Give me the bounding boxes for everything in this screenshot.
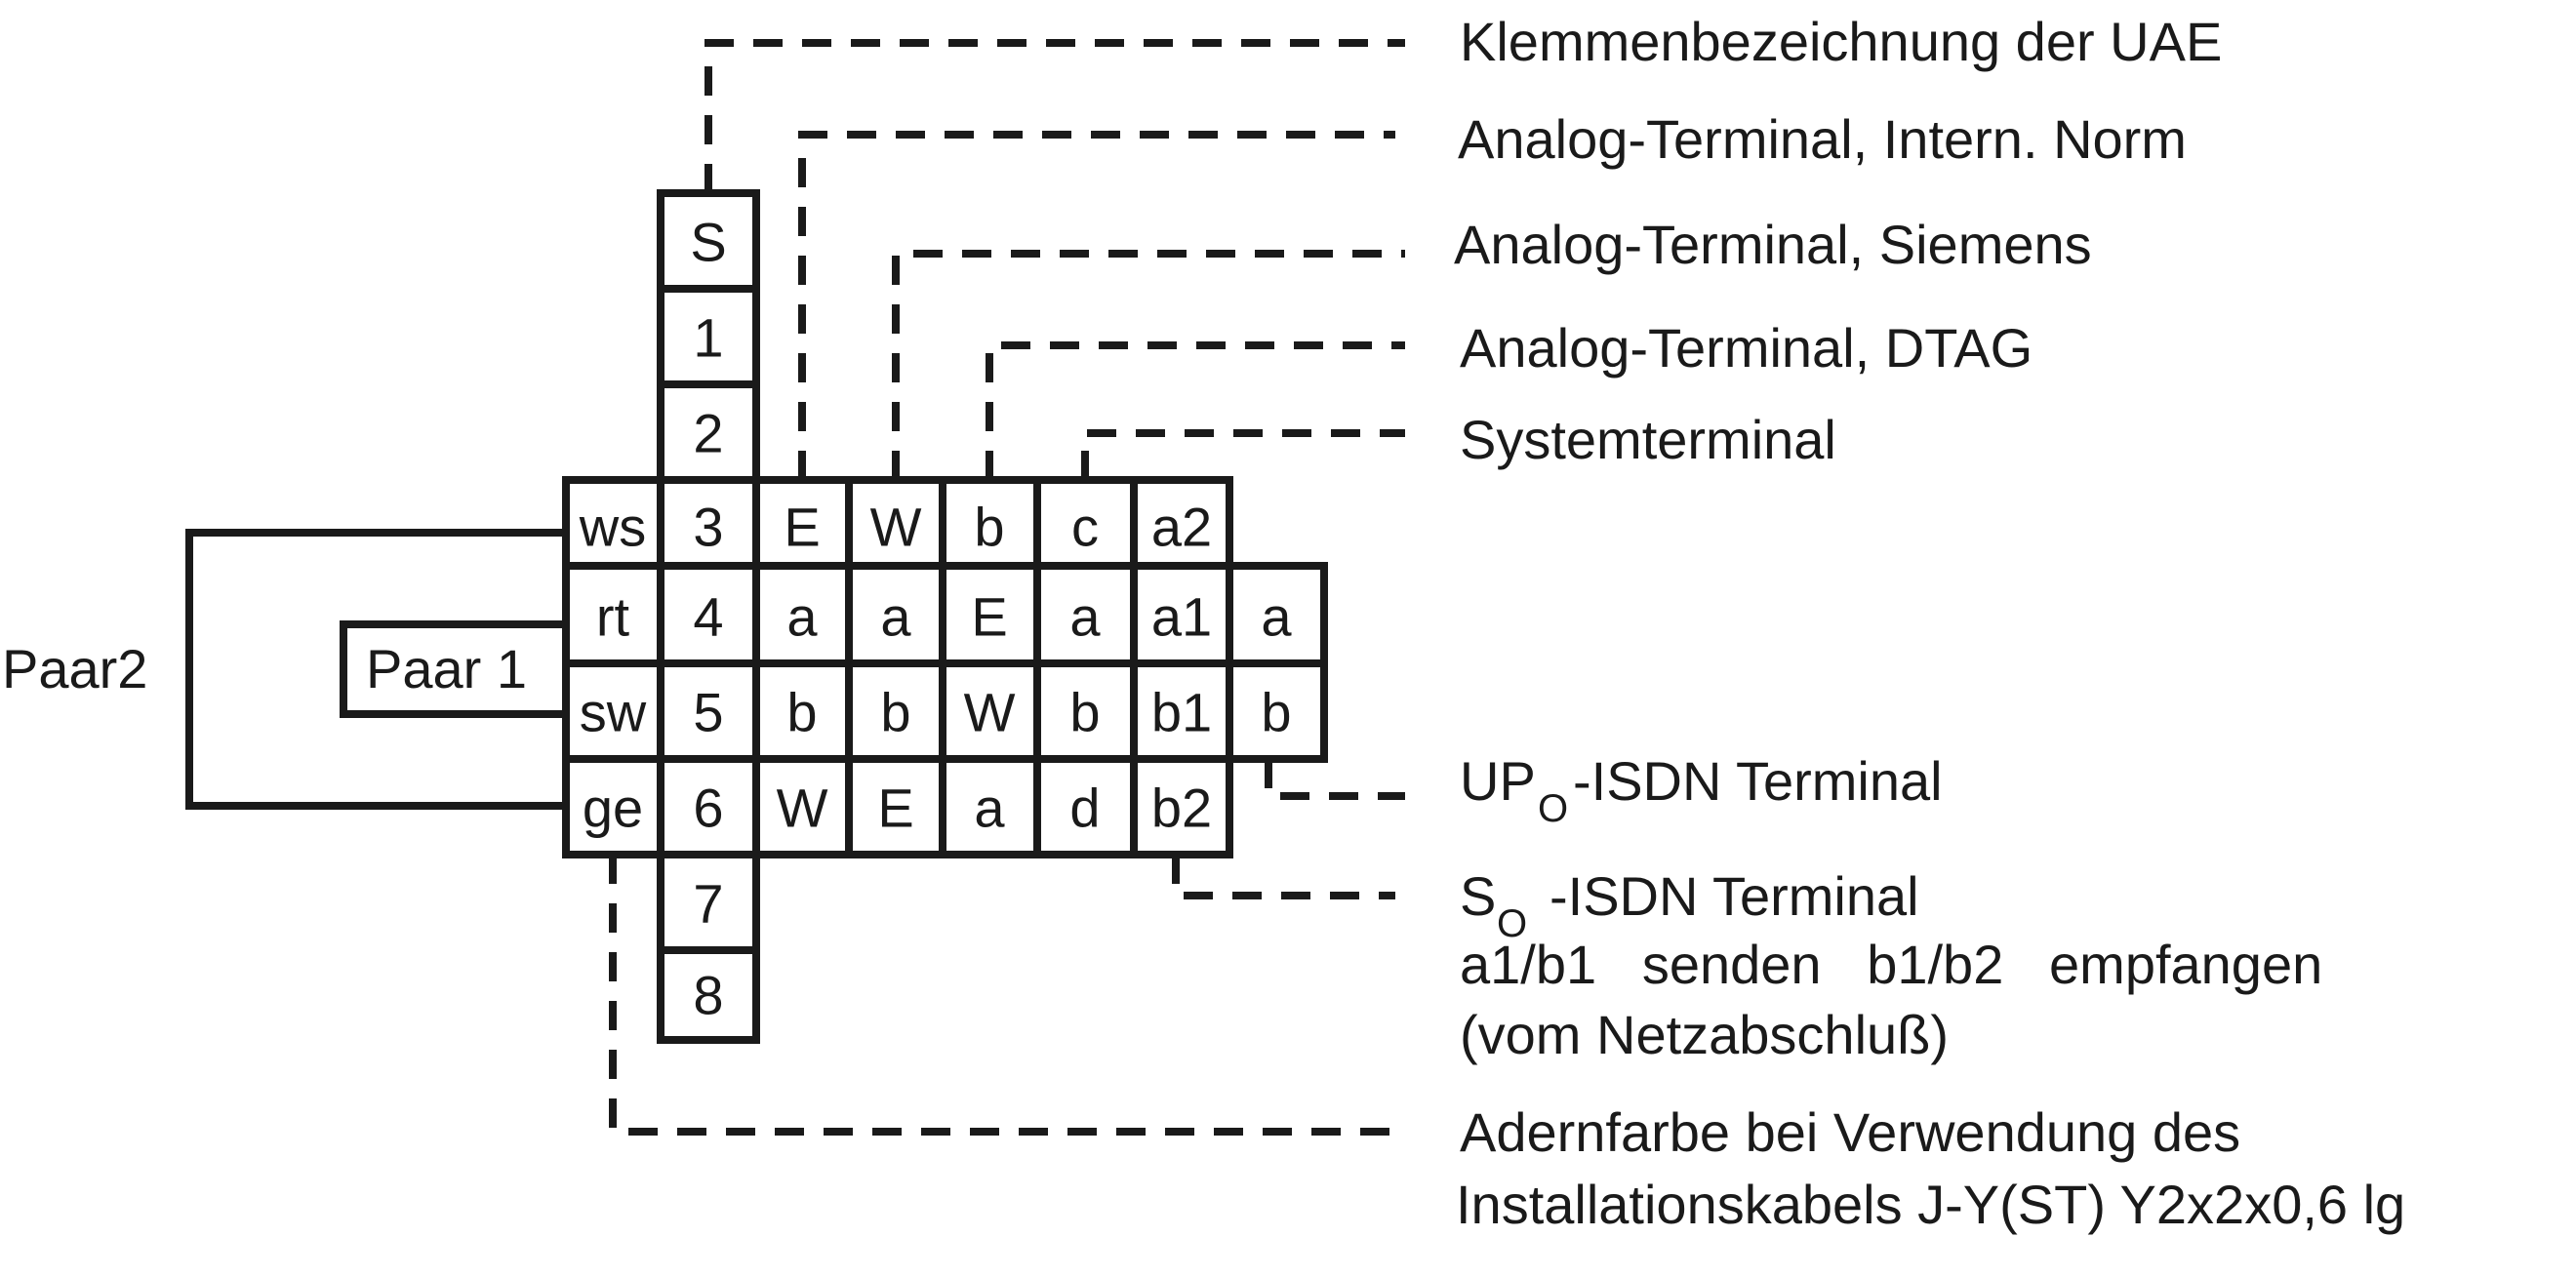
label-r3c5: b — [974, 497, 1004, 558]
label-r6c4: E — [877, 778, 913, 839]
leader-system — [1081, 429, 1405, 480]
label-4: 4 — [693, 586, 723, 648]
legend-up0-sub: O — [1538, 787, 1568, 830]
label-r4c3: a — [786, 586, 818, 648]
leader-up0 — [1265, 759, 1405, 800]
leader-dtag — [986, 341, 1405, 480]
legend: Klemmenbezeichnung der UAE Analog-Termin… — [1454, 11, 2405, 1235]
label-r3c7: a2 — [1151, 497, 1212, 558]
label-ws: ws — [579, 497, 646, 558]
label-r6c3: W — [777, 778, 828, 839]
label-r5c8: b — [1261, 682, 1291, 743]
label-rt: rt — [596, 586, 630, 648]
label-r6c7: b2 — [1151, 778, 1212, 839]
label-1: 1 — [693, 307, 723, 369]
leader-siemens — [892, 250, 1405, 480]
legend-s0-sub: O — [1497, 902, 1527, 945]
label-r3c4: W — [870, 497, 922, 558]
label-2: 2 — [693, 403, 723, 464]
label-r5c6: b — [1069, 682, 1100, 743]
label-5: 5 — [693, 682, 723, 743]
terminal-labels: S 1 2 ws 3 E W b c a2 rt 4 a a E a a1 a … — [579, 212, 1293, 1026]
pair1-label: Paar 1 — [366, 638, 527, 699]
label-r3c3: E — [784, 497, 820, 558]
leader-intern-norm — [798, 131, 1395, 480]
legend-cable-line1: Adernfarbe bei Verwendung des — [1460, 1101, 2240, 1163]
label-r6c5: a — [974, 778, 1005, 839]
pair2-label: Paar2 — [2, 638, 147, 699]
pair-brackets: Paar 1 Paar2 — [2, 529, 566, 810]
pair2-bracket — [185, 529, 566, 810]
legend-s0-rest: -ISDN Terminal — [1550, 865, 1919, 927]
label-r6c6: d — [1069, 778, 1100, 839]
legend-system: Systemterminal — [1460, 409, 1836, 470]
label-r4c4: a — [880, 586, 911, 648]
label-r5c4: b — [880, 682, 910, 743]
legend-intern-norm: Analog-Terminal, Intern. Norm — [1458, 108, 2187, 170]
legend-s0-note1: a1/b1 senden b1/b2 empfangen — [1460, 934, 2322, 995]
label-sw: sw — [580, 682, 647, 743]
leader-cable — [609, 855, 1395, 1136]
label-r3c6: c — [1071, 497, 1099, 558]
leader-uae — [704, 39, 1405, 193]
label-r4c8: a — [1261, 586, 1292, 648]
label-r5c5: W — [964, 682, 1016, 743]
label-ge: ge — [583, 778, 643, 839]
legend-uae: Klemmenbezeichnung der UAE — [1460, 11, 2222, 72]
label-r5c3: b — [786, 682, 817, 743]
legend-up0-main: UP — [1460, 750, 1536, 812]
label-7: 7 — [693, 873, 723, 935]
label-r4c5: E — [971, 586, 1007, 648]
label-6: 6 — [693, 778, 723, 839]
label-3: 3 — [693, 497, 723, 558]
legend-cable-line2: Installationskabels J-Y(ST) Y2x2x0,6 lg — [1456, 1174, 2405, 1235]
legend-dtag: Analog-Terminal, DTAG — [1460, 317, 2033, 379]
legend-up0-rest: -ISDN Terminal — [1573, 750, 1943, 812]
pair1-bracket — [340, 620, 566, 718]
label-8: 8 — [693, 965, 723, 1026]
legend-s0-note2: (vom Netzabschluß) — [1460, 1004, 1949, 1065]
label-r4c7: a1 — [1151, 586, 1212, 648]
leader-s0 — [1172, 855, 1395, 899]
legend-s0-main: S — [1460, 865, 1496, 927]
cell-8 — [657, 946, 760, 1044]
label-r4c6: a — [1069, 586, 1101, 648]
legend-siemens: Analog-Terminal, Siemens — [1454, 214, 2092, 275]
terminal-grid — [562, 189, 1328, 1044]
leader-lines — [609, 39, 1405, 1136]
label-S: S — [690, 212, 726, 273]
label-r5c7: b1 — [1151, 682, 1212, 743]
